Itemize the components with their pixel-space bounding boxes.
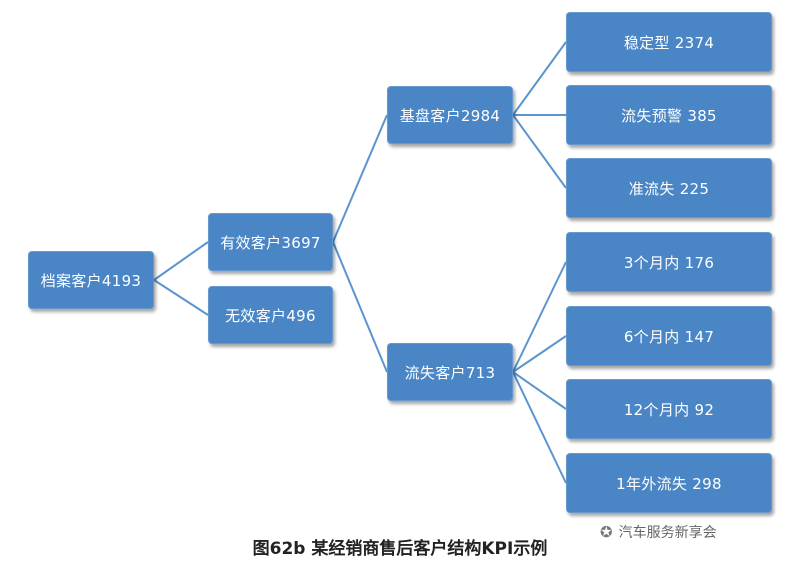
figure-caption: 图62b 某经销商售后客户结构KPI示例 [252, 539, 548, 559]
watermark: ✪ 汽车服务新享会 [600, 522, 717, 542]
connector-root-valid [153, 241, 209, 281]
node-valid-customers: 有效客户3697 [208, 213, 333, 271]
node-within-6-months: 6个月内 147 [566, 306, 772, 366]
node-within-3-months: 3个月内 176 [566, 232, 772, 292]
connector-lost-m3 [512, 261, 567, 373]
node-quasi-lost: 准流失 225 [566, 158, 772, 218]
connector-root-invalid [153, 279, 209, 316]
node-archive-customers: 档案客户4193 [28, 251, 154, 309]
connector-lost-m6 [512, 335, 567, 373]
connector-lost-y1 [512, 371, 567, 484]
node-loss-warning: 流失预警 385 [566, 85, 772, 145]
wechat-icon: ✪ [600, 523, 613, 541]
node-lost-customers: 流失客户713 [387, 343, 513, 401]
connector-lost-m12 [512, 371, 567, 410]
connector-valid-base [332, 114, 388, 243]
node-base-customers: 基盘客户2984 [387, 86, 513, 144]
connector-base-quasi [512, 114, 567, 189]
connector-valid-lost [332, 241, 388, 373]
node-stable: 稳定型 2374 [566, 12, 772, 72]
node-invalid-customers: 无效客户496 [208, 286, 333, 344]
connector-base-stable [512, 41, 567, 116]
node-lost-over-1-year: 1年外流失 298 [566, 453, 772, 513]
watermark-text: 汽车服务新享会 [618, 525, 717, 541]
node-within-12-months: 12个月内 92 [566, 379, 772, 439]
